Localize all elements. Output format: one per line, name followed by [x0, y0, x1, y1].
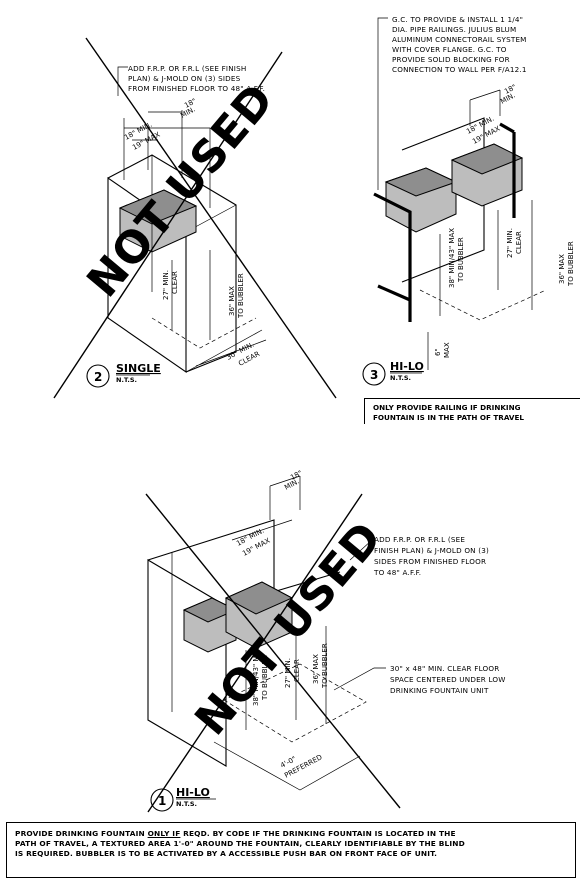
detail-3-dim-38-bubbler: TO BUBBLER [457, 237, 465, 283]
detail-2-dim-min-top: MIN. [179, 105, 197, 119]
detail-2-scale: N.T.S. [116, 376, 137, 384]
general-note-line-2: PATH OF TRAVEL, A TEXTURED AREA 1'-0" AR… [15, 839, 465, 848]
detail-2-dim-27-clear: CLEAR [171, 271, 179, 294]
detail-1-note-leader [349, 539, 373, 561]
detail-3-dim-36-bubbler: TO BUBBLER [567, 241, 575, 287]
detail-2-title: SINGLE [116, 362, 161, 375]
detail-3-note-line-5: PROVIDE SOLID BLOCKING FOR [392, 55, 510, 64]
detail-3-railing-lower [377, 284, 411, 302]
detail-1-note-line-3: SIDES FROM FINISHED FLOOR [374, 557, 486, 566]
detail-3-title: HI-LO [390, 360, 424, 373]
railing-note-box: ONLY PROVIDE RAILING IF DRINKING FOUNTAI… [364, 398, 580, 424]
detail-1-note-line-1: ADD F.R.P. OR F.R.L (SEE [374, 535, 465, 544]
detail-1-cross-line-1 [145, 493, 401, 809]
detail-3-note-line-6: CONNECTION TO WALL PER F/A12.1 [392, 65, 527, 74]
detail-1-dim-38: 38" MIN/43" MAX [252, 646, 260, 706]
detail-3-number: 3 [370, 368, 378, 382]
detail-2-single: ADD F.R.P. OR F.R.L (SEE FINISH PLAN) & … [53, 37, 337, 399]
detail-2-number: 2 [94, 370, 102, 384]
general-note-box: PROVIDE DRINKING FOUNTAIN ONLY IF REQD. … [6, 822, 576, 878]
detail-3-note-line-1: G.C. TO PROVIDE & INSTALL 1 1/4" [392, 15, 523, 24]
railing-note-line-1: ONLY PROVIDE RAILING IF DRINKING [373, 403, 521, 412]
detail-1-note2-line-3: DRINKING FOUNTAIN UNIT [390, 686, 489, 695]
detail-2-dim-36: 36" MAX [228, 286, 236, 316]
detail-1-hi-lo: ADD F.R.P. OR F.R.L (SEE FINISH PLAN) & … [145, 469, 506, 813]
detail-1-note2-line-2: SPACE CENTERED UNDER LOW [390, 675, 506, 684]
detail-3-dim-27: 27" MIN. [506, 228, 514, 258]
detail-3-dim-6-max: MAX [443, 342, 451, 358]
detail-2-note-line-2: PLAN) & J-MOLD ON (3) SIDES [128, 74, 241, 83]
detail-3-note-line-4: WITH COVER FLANGE. G.C. TO [392, 45, 507, 54]
detail-1-dim-27-clear: CLEAR [293, 659, 301, 682]
detail-2-cross-line-1 [85, 37, 337, 399]
detail-2-number-circle [86, 364, 110, 388]
detail-1-scale: N.T.S. [176, 800, 197, 808]
detail-1-number: 1 [158, 794, 166, 808]
detail-1-clear-floor-space [223, 663, 367, 743]
general-note-line-3: IS REQUIRED. BUBBLER IS TO BE ACTIVATED … [15, 849, 438, 858]
detail-3-scale: N.T.S. [390, 374, 411, 382]
detail-1-title: HI-LO [176, 786, 210, 799]
detail-1-dim-36: 36" MAX [312, 654, 320, 684]
railing-note-line-2: FOUNTAIN IS IN THE PATH OF TRAVEL [373, 413, 524, 422]
detail-1-note-line-2: FINISH PLAN) & J-MOLD ON (3) [374, 546, 489, 555]
detail-3-number-circle [362, 362, 386, 386]
detail-1-note2-line-1: 30" x 48" MIN. CLEAR FLOOR [390, 664, 499, 673]
detail-1-dim-36-bubbler: TO BUBBLER [321, 643, 329, 689]
detail-1-wall [147, 559, 227, 767]
detail-2-note-line-1: ADD F.R.P. OR F.R.L (SEE FINISH [128, 64, 247, 73]
detail-3-railing-left [373, 192, 412, 322]
detail-3-note-line-3: ALUMINUM CONNECTORAIL SYSTEM [392, 35, 527, 44]
detail-2-dim-27: 27" MIN. [162, 270, 170, 300]
detail-3-dim-36: 36" MAX [558, 254, 566, 284]
detail-3-note-leader [377, 17, 388, 190]
general-note-line-1: PROVIDE DRINKING FOUNTAIN ONLY IF REQD. … [15, 829, 456, 838]
detail-3-note-line-2: DIA. PIPE RAILINGS. JULIUS BLUM [392, 25, 516, 34]
detail-2-dim-bubbler: TO BUBBLER [237, 273, 245, 319]
detail-2-note-line-3: FROM FINISHED FLOOR TO 48" A.F.F. [128, 84, 265, 93]
detail-1-note-line-4: TO 48" A.F.F. [373, 568, 421, 577]
detail-1-dim-27: 27" MIN. [284, 658, 292, 688]
detail-3-dim-27-clear: CLEAR [515, 231, 523, 254]
detail-3-dim-6: 6" [434, 348, 442, 356]
detail-3-hi-lo: G.C. TO PROVIDE & INSTALL 1 1/4" DIA. PI… [362, 15, 575, 386]
detail-3-dim-38: 38" MIN/43" MAX [448, 228, 456, 288]
detail-1-note2-leader [333, 667, 386, 691]
detail-2-cross-line-2 [53, 51, 283, 399]
detail-1-dim-min-top: MIN. [283, 477, 301, 491]
detail-2-note-leader [117, 66, 128, 96]
detail-1-cross-line-2 [147, 493, 363, 813]
detail-1-dim-38-bubbler: TO BUBBLER [261, 655, 269, 701]
detail-1-number-circle [150, 788, 174, 812]
detail-3-dim-min-top: MIN. [499, 91, 517, 105]
